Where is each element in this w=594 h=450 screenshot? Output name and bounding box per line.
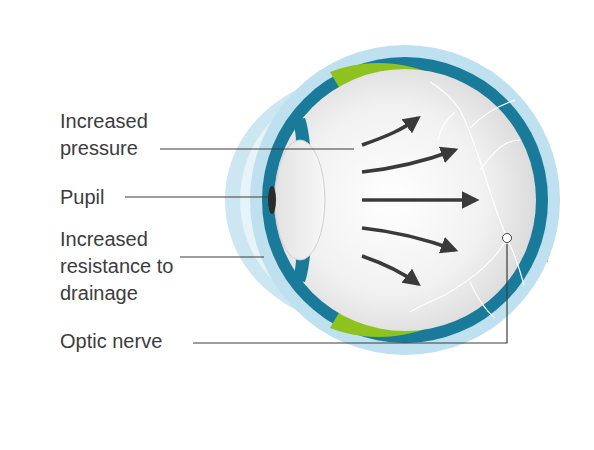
- lens: [275, 140, 325, 260]
- pupil-shape: [268, 186, 276, 214]
- callout-label: Increased pressure: [60, 108, 170, 162]
- callout-label: Pupil: [60, 184, 130, 211]
- pressure-arrows: [362, 118, 476, 284]
- leader-lines: [125, 149, 507, 343]
- sclera: [262, 57, 548, 343]
- callout-label: Optic nerve: [60, 328, 190, 355]
- optic-disc-dot: [503, 234, 512, 243]
- vitreous: [274, 69, 536, 331]
- callout-label: Increased resistance to drainage: [60, 226, 185, 307]
- outer-layer: [250, 45, 560, 355]
